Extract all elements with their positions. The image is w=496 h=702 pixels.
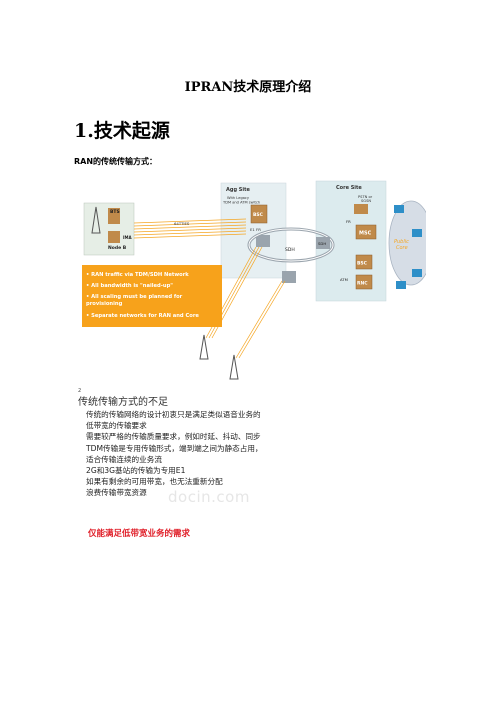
- bullet-3: • All scaling must be planned for: [86, 294, 183, 300]
- slide-lines: 传统的传输网络的设计初衷只是满足类似语音业务的 低带宽的传输要求 需要较严格的传…: [86, 409, 304, 499]
- agg-site-label: Agg Site: [226, 187, 250, 193]
- atm-label: ATM: [340, 277, 348, 282]
- slide-line: 如果有剩余的可用带宽，也无法重新分配: [86, 477, 223, 487]
- page-title: IPRAN技术原理介绍: [184, 80, 312, 95]
- bullet-4: provisioning: [86, 301, 123, 307]
- bullet-1: • RAN traffic via TDM/SDH Network: [86, 272, 189, 278]
- slide-line: 传统的传输网络的设计初衷只是满足类似语音业务的: [86, 410, 261, 419]
- cloud-node-icon: [412, 269, 422, 277]
- bsc-core-label: BSC: [357, 261, 368, 267]
- sdh-node-label: SDH: [318, 241, 326, 246]
- slide-line: TDM传输是专用传输形式，端到端之间为静态占用，: [86, 443, 263, 453]
- slide-line: 浪费传输带宽资源: [86, 488, 147, 498]
- section-heading: 1.技术起源: [74, 120, 170, 142]
- e1-fr-label: E1 FR: [250, 227, 261, 232]
- sdh-core-icon: [316, 237, 330, 249]
- cloud-node-icon: [394, 205, 404, 213]
- msc-icon: [355, 224, 377, 240]
- slide-marker: 2: [78, 388, 82, 394]
- slide-highlight: 仅能满足低带宽业务的需求: [88, 529, 191, 539]
- sdh-label: SDH: [285, 247, 295, 253]
- bullet-5: • Separate networks for RAN and Core: [86, 313, 199, 319]
- bts-icon: [108, 208, 120, 224]
- slide-line: 适合传输连续的业务流: [86, 454, 162, 464]
- sdh-bottom-icon: [282, 271, 296, 283]
- core-site-label: Core Site: [336, 185, 362, 191]
- bullet-2: • All bandwidth is "nailed-up": [86, 283, 173, 289]
- watermark: docin.com: [168, 488, 250, 506]
- agg-site-sublabel-2: TDM and ATM switch: [222, 201, 260, 205]
- slide-line: 需要较严格的传输质量要求，例如时延、抖动、同步: [86, 432, 261, 442]
- rnc-label: RNC: [357, 281, 368, 287]
- bsc-agg-label: BSC: [253, 212, 264, 218]
- ima-label: IMA: [123, 235, 132, 240]
- tower-icon: [199, 334, 209, 360]
- nodeb-icon: [108, 231, 120, 243]
- pstn-icon: [354, 204, 368, 214]
- tower-icon: [91, 206, 101, 234]
- caption: RAN的传统传输方式：: [74, 157, 158, 166]
- fr-label: FR: [346, 219, 351, 224]
- sdh-agg-icon: [256, 235, 270, 247]
- bts-label: BTS: [110, 209, 120, 215]
- nodeb-label: Node B: [108, 245, 127, 251]
- msc-label: MSC: [359, 231, 372, 237]
- e1-links: [133, 218, 247, 239]
- slide-image: 2 传统传输方式的不足 docin.com 传统的传输网络的设计初衷只是满足类似…: [76, 388, 306, 543]
- cloud-node-icon: [412, 229, 422, 237]
- bsc-core-icon: [355, 254, 373, 270]
- pstn-label-1: PSTN or: [358, 195, 373, 199]
- cloud-label-1: Public: [394, 239, 409, 245]
- rnc-icon: [355, 274, 373, 290]
- slide-line: 2G和3G基站的传输为专用E1: [86, 466, 186, 476]
- agg-site-sublabel-1: With Legacy: [227, 196, 250, 200]
- bullet-box: [82, 265, 222, 327]
- cloud-node-icon: [396, 281, 406, 289]
- core-cloud: [388, 200, 426, 286]
- bsc-agg-icon: [250, 204, 268, 224]
- ran-transport-diagram: Agg Site With Legacy TDM and ATM switch …: [76, 173, 426, 383]
- e1-label: 64TTIES: [174, 221, 190, 226]
- pstn-label-2: SGSN: [361, 199, 371, 203]
- tower-icon: [229, 354, 239, 380]
- cloud-label-2: Core: [396, 245, 408, 251]
- slide-line: 低带宽的传输要求: [86, 421, 147, 431]
- slide-title: 传统传输方式的不足: [78, 397, 168, 408]
